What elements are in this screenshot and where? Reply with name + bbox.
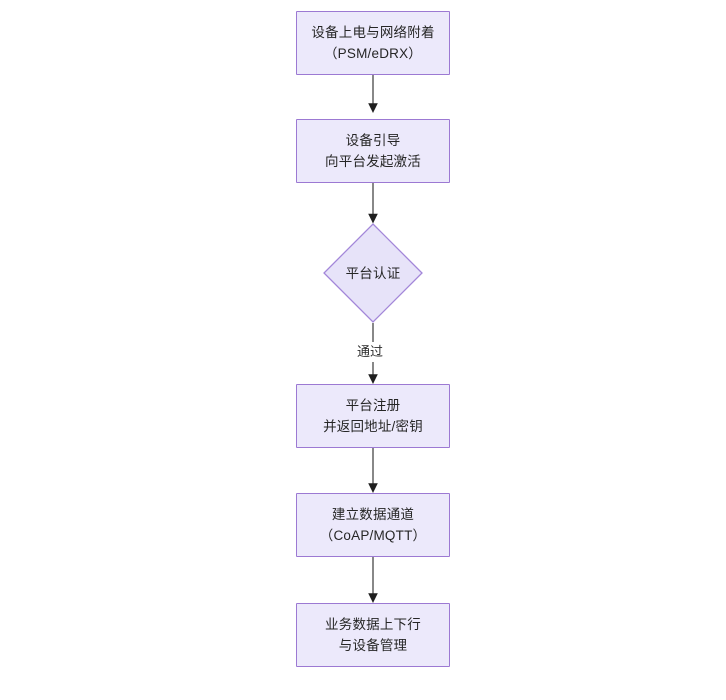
- edge-label-pass: 通过: [354, 342, 387, 362]
- node-label: 建立数据通道 （CoAP/MQTT）: [319, 507, 427, 543]
- node-label: 业务数据上下行 与设备管理: [325, 617, 421, 653]
- diamond-shape-icon: [323, 223, 423, 323]
- node-label: 平台认证: [345, 265, 401, 281]
- node-device-power-on[interactable]: 设备上电与网络附着 （PSM/eDRX）: [296, 11, 450, 75]
- node-platform-auth[interactable]: 平台认证: [323, 223, 423, 323]
- node-label: 平台注册 并返回地址/密钥: [323, 398, 423, 434]
- edge-power-on-to-bootstrap: [368, 75, 378, 113]
- edge-bootstrap-to-auth: [368, 183, 378, 224]
- node-label: 设备引导 向平台发起激活: [325, 133, 421, 169]
- node-data-channel[interactable]: 建立数据通道 （CoAP/MQTT）: [296, 493, 450, 557]
- edge-channel-to-data: [368, 557, 378, 603]
- node-device-bootstrap[interactable]: 设备引导 向平台发起激活: [296, 119, 450, 183]
- node-platform-register[interactable]: 平台注册 并返回地址/密钥: [296, 384, 450, 448]
- node-business-data[interactable]: 业务数据上下行 与设备管理: [296, 603, 450, 667]
- edge-register-to-channel: [368, 448, 378, 493]
- node-label: 设备上电与网络附着 （PSM/eDRX）: [311, 25, 435, 61]
